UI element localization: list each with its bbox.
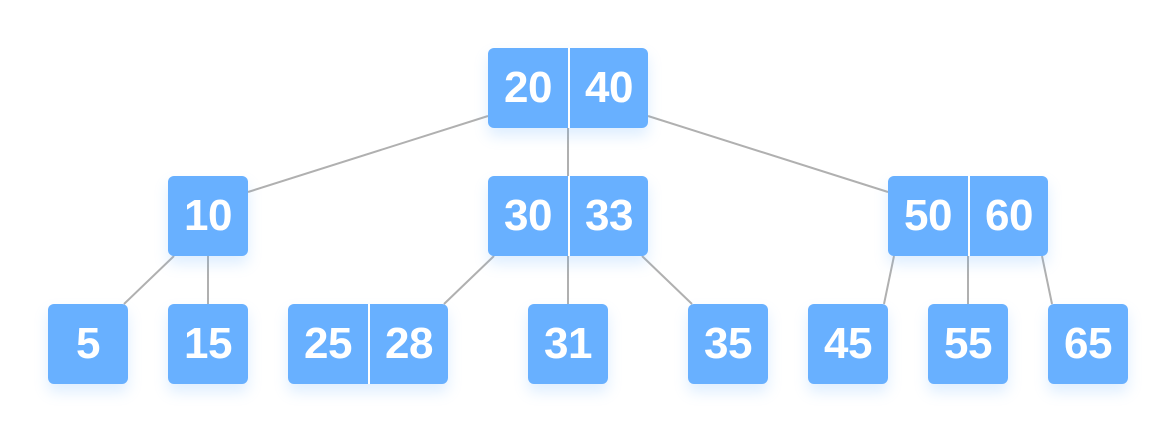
tree-leaf-65: 65: [1048, 304, 1128, 384]
tree-leaf-45: 45: [808, 304, 888, 384]
tree-leaf-31: 31: [528, 304, 608, 384]
tree-node-50-60: 50 60: [888, 176, 1048, 256]
edge-n3033-n2528: [443, 255, 495, 305]
edge-n5060-n65: [1041, 255, 1053, 305]
node-key: 25: [304, 319, 352, 368]
edge-n10-n5: [123, 255, 175, 305]
tree-leaf-5: 5: [48, 304, 128, 384]
node-key: 55: [944, 319, 992, 368]
tree-leaf-25-28: 25 28: [288, 304, 448, 384]
node-key: 50: [904, 191, 952, 240]
tree-leaf-55: 55: [928, 304, 1008, 384]
node-key: 40: [568, 48, 648, 128]
node-key: 20: [504, 63, 552, 112]
node-key: 65: [1064, 319, 1112, 368]
node-key: 33: [568, 176, 648, 256]
node-key: 28: [368, 304, 448, 384]
node-key: 30: [504, 191, 552, 240]
node-key: 31: [544, 319, 592, 368]
edge-n5060-n45: [883, 255, 895, 305]
tree-leaf-35: 35: [688, 304, 768, 384]
node-key: 60: [968, 176, 1048, 256]
tree-node-30-33: 30 33: [488, 176, 648, 256]
tree-leaf-15: 15: [168, 304, 248, 384]
node-key: 10: [184, 191, 232, 240]
tree-node-root: 20 40: [488, 48, 648, 128]
edge-root-n10: [247, 115, 489, 193]
tree-node-10: 10: [168, 176, 248, 256]
node-key: 5: [76, 319, 100, 368]
edge-root-n5060: [647, 115, 889, 193]
node-key: 35: [704, 319, 752, 368]
edge-n3033-n35: [641, 255, 693, 305]
node-key: 45: [824, 319, 872, 368]
node-key: 15: [184, 319, 232, 368]
